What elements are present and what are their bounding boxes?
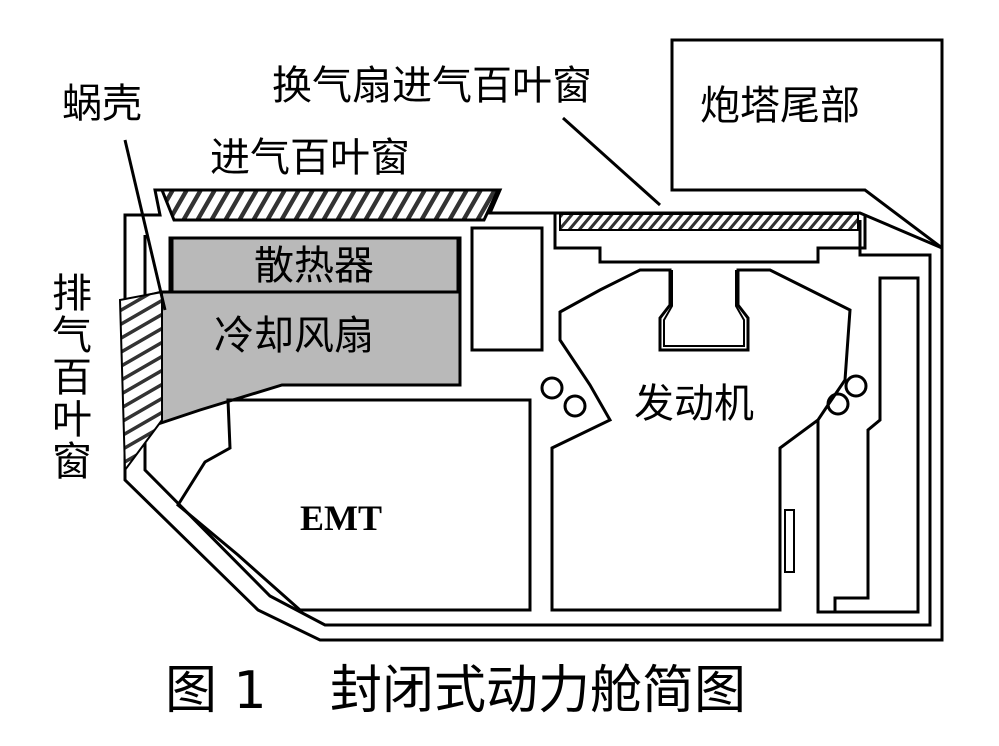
label-volute: 蜗壳 <box>62 81 142 127</box>
roller-left-2 <box>563 394 587 418</box>
radiator-block <box>170 236 460 294</box>
label-fan-intake-louver: 换气扇进气百叶窗 <box>272 63 592 109</box>
engine-manifold <box>663 270 745 347</box>
label-radiator: 散热器 <box>254 243 374 289</box>
intake-louver <box>159 188 501 222</box>
label-turret-tail: 炮塔尾部 <box>700 83 860 129</box>
fan-duct-outline <box>553 214 867 264</box>
side-box <box>470 226 544 352</box>
engine-right-wall <box>816 420 835 614</box>
right-column <box>833 276 920 614</box>
small-slot <box>784 509 795 573</box>
roller-right-1 <box>826 392 850 416</box>
fan-louver-leader-line <box>561 116 662 207</box>
figure-title: 封闭式动力舱简图 <box>330 661 747 721</box>
label-intake-louver: 进气百叶窗 <box>210 135 410 181</box>
label-cooling-fan: 冷却风扇 <box>214 313 374 359</box>
figure-number: 图 1 <box>165 661 267 721</box>
engine-outline <box>550 268 852 612</box>
label-engine: 发动机 <box>634 381 754 427</box>
emt-housing <box>176 398 532 612</box>
turret-tail-outline <box>670 38 944 252</box>
hull-inner-outline <box>143 220 932 627</box>
roller-left-1 <box>540 376 564 400</box>
label-exhaust-louver: 排气百叶窗 <box>45 272 91 482</box>
roller-right-2 <box>844 374 868 398</box>
volute-leader-line <box>123 139 167 311</box>
fan-intake-louver <box>559 213 859 231</box>
hull-outer-outline <box>123 188 944 642</box>
exhaust-louver <box>118 290 163 473</box>
label-emt: EMT <box>300 498 383 538</box>
